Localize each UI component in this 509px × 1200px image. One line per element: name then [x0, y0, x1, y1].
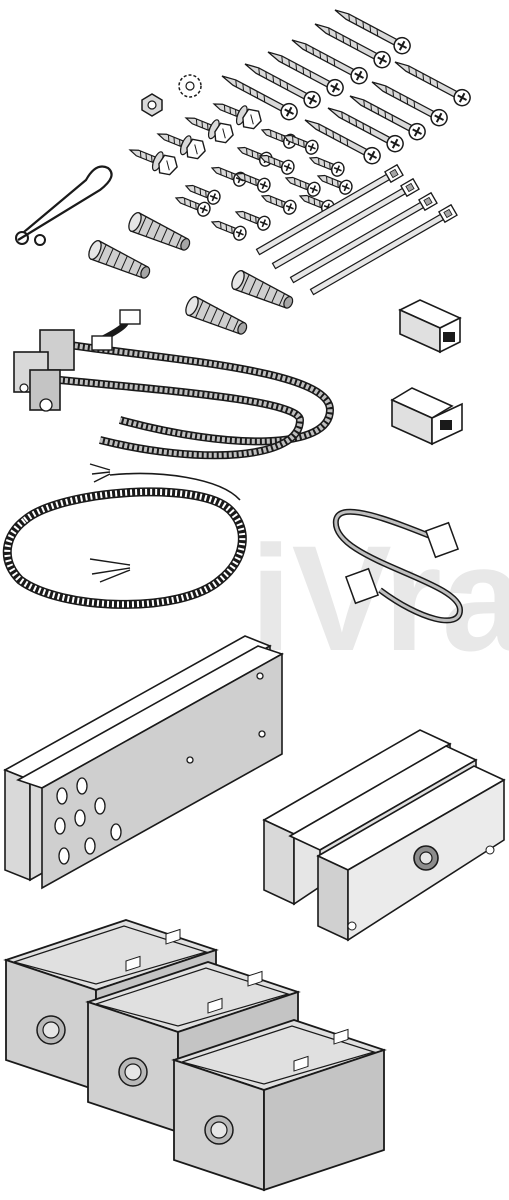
nut-icon	[141, 74, 202, 117]
enclosure-cover-icon	[262, 729, 506, 942]
cable-tie-icon	[254, 164, 458, 298]
harness-icon	[13, 309, 335, 460]
patch-cable-icon	[332, 508, 464, 624]
coiled-cable-icon	[2, 463, 247, 609]
wood-screw-icon	[217, 1, 474, 168]
watermark: iVra	[250, 514, 509, 682]
rj-coupler-icon	[390, 299, 463, 446]
junction-box-icon	[5, 919, 385, 1191]
pin-icon	[15, 165, 113, 246]
mounting-plate-icon	[3, 635, 284, 890]
